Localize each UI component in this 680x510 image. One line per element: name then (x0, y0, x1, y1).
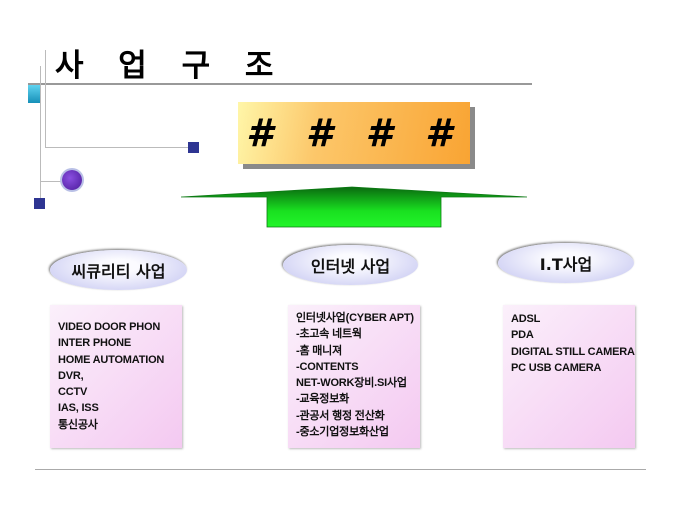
footer-divider (35, 469, 646, 470)
title-underline (28, 83, 532, 85)
list-item: PC USB CAMERA (511, 361, 602, 374)
list-item: DIGITAL STILL CAMERA (511, 345, 635, 358)
list-item: 통신공사 (58, 418, 98, 431)
list-item: -CONTENTS (296, 360, 359, 373)
blue-square-icon (34, 198, 45, 209)
purple-circle-icon (62, 170, 82, 190)
deco-hline-1 (45, 147, 188, 148)
blue-square-icon (188, 142, 199, 153)
list-item: DVR, (58, 369, 84, 382)
security-item-list: VIDEO DOOR PHON INTER PHONE HOME AUTOMAT… (50, 305, 182, 448)
list-item: HOME AUTOMATION (58, 353, 165, 366)
list-item: -홈 매니져 (296, 344, 342, 357)
group-oval-internet: 인터넷 사업 (283, 245, 418, 285)
page-title: 사 업 구 조 (55, 48, 286, 84)
list-item: -초고속 네트웍 (296, 328, 362, 341)
list-item: 인터넷사업(CYBER APT) (296, 312, 414, 324)
header-box: # # # # (238, 102, 470, 164)
deco-vline-2 (45, 50, 46, 147)
up-arrow-icon (180, 186, 528, 228)
deco-vline-1 (40, 66, 41, 204)
list-item: VIDEO DOOR PHON (58, 321, 161, 333)
list-item: IAS, ISS (58, 402, 99, 415)
list-item: -교육정보화 (296, 393, 350, 406)
list-item: PDA (511, 329, 534, 342)
internet-item-list: 인터넷사업(CYBER APT) -초고속 네트웍 -홈 매니져 -CONTEN… (288, 305, 420, 448)
group-oval-security: 씨큐리티 사업 (50, 250, 187, 290)
list-item: CCTV (58, 386, 88, 399)
list-item: -관공서 행정 전산화 (296, 409, 385, 422)
it-item-list: ADSL PDA DIGITAL STILL CAMERA PC USB CAM… (503, 305, 635, 448)
list-item: INTER PHONE (58, 337, 131, 350)
deco-hline-2 (40, 181, 62, 182)
list-item: NET-WORK장비.SI사업 (296, 377, 407, 390)
list-item: -중소기업정보화산업 (296, 426, 389, 439)
cyan-square-icon (28, 85, 40, 103)
group-oval-it: I.T사업 (498, 243, 634, 283)
list-item: ADSL (511, 313, 541, 325)
